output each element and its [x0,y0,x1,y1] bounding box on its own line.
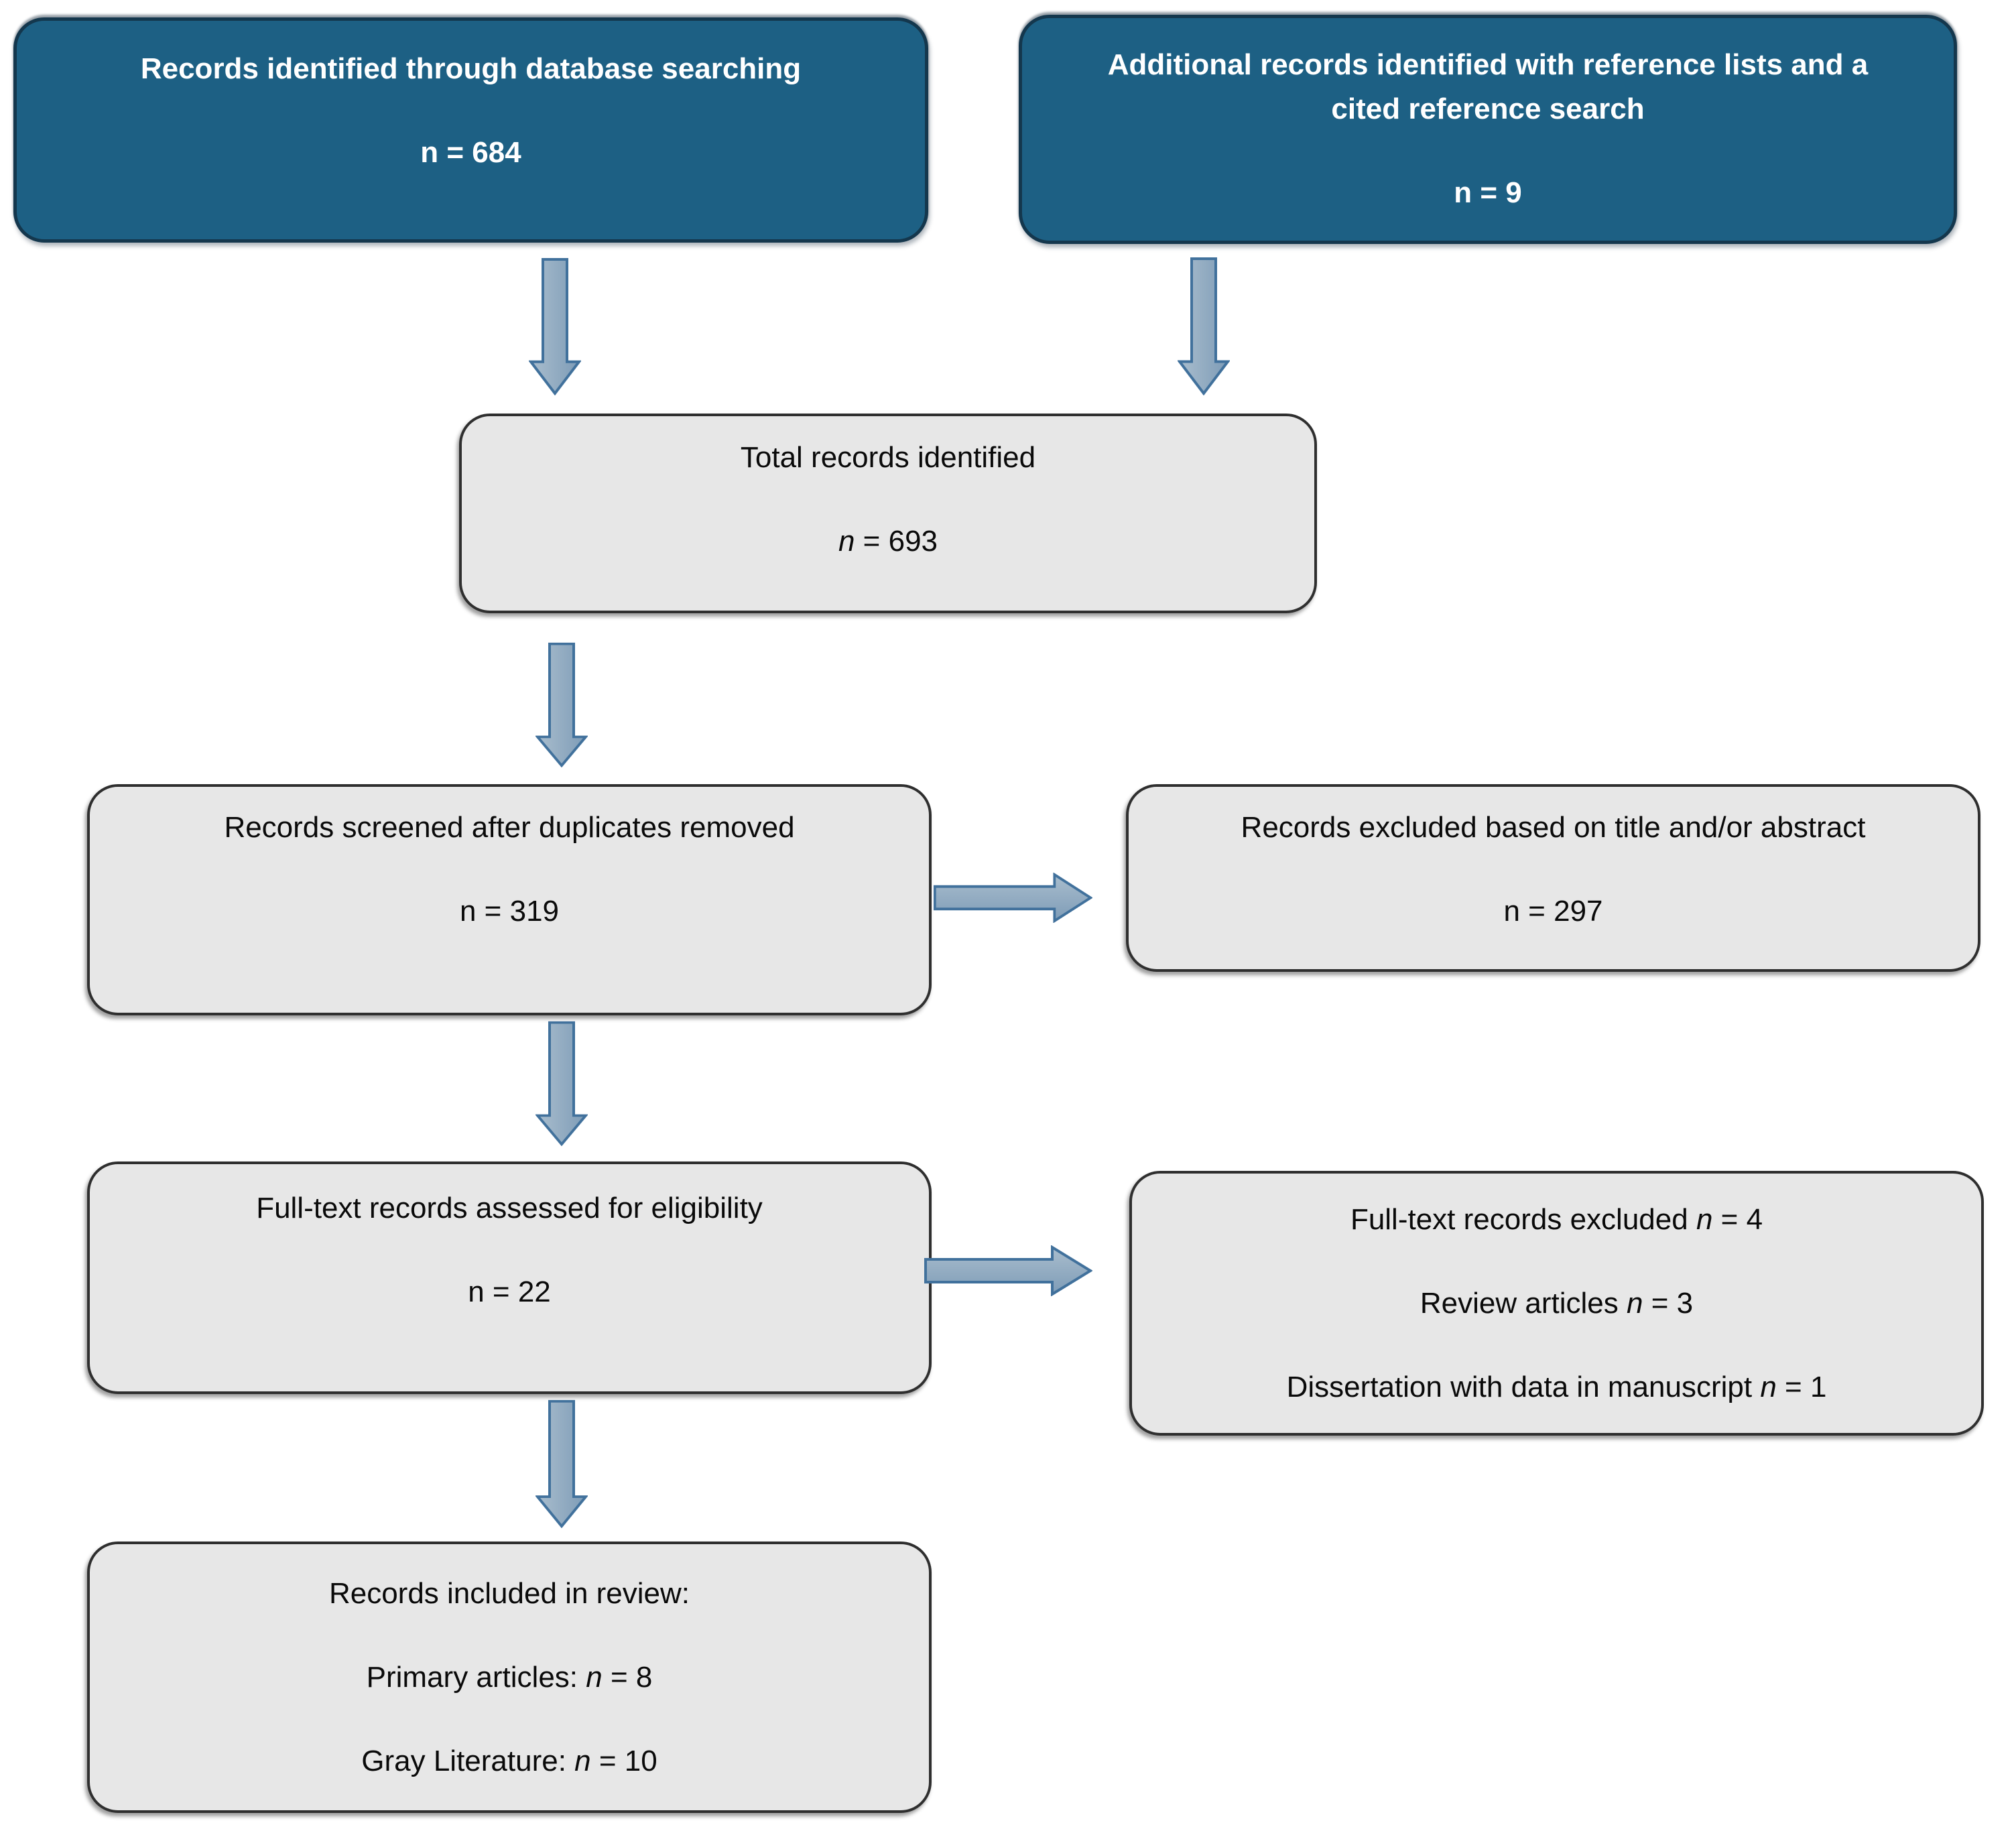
box-additional-records-count: n = 9 [1454,176,1522,209]
box-records-identified-database-label: Records identified through database sear… [140,52,802,85]
box-fulltext-excluded-line-1: Full-text records excluded n = 4 [1350,1203,1763,1236]
box-records-screened: Records screened after duplicates remove… [87,784,932,1015]
box-fulltext-assessed-count: n = 22 [468,1275,551,1308]
box-total-records-count: n = 693 [838,525,938,558]
arrow-down-database-to-total [529,258,581,395]
box-fulltext-excluded: Full-text records excluded n = 4 Review … [1129,1171,1984,1436]
box-records-included-line-2: Primary articles: n = 8 [366,1661,653,1694]
box-records-identified-database-count: n = 684 [420,136,521,169]
arrow-right-fulltext-to-excluded [924,1245,1092,1296]
box-records-identified-database: Records identified through database sear… [13,17,928,243]
box-total-records-label: Total records identified [740,441,1036,474]
arrow-down-additional-to-total [1178,257,1230,395]
arrow-down-screened-to-fulltext [536,1021,588,1146]
box-additional-records-label: Additional records identified with refer… [1107,48,1869,125]
box-records-excluded-label: Records excluded based on title and/or a… [1241,811,1866,844]
box-fulltext-excluded-line-2: Review articles n = 3 [1420,1287,1694,1320]
box-records-included: Records included in review: Primary arti… [87,1542,932,1813]
box-records-excluded-title-abstract: Records excluded based on title and/or a… [1126,784,1980,972]
box-records-screened-count: n = 319 [459,895,560,928]
box-fulltext-assessed: Full-text records assessed for eligibili… [87,1161,932,1394]
arrow-down-fulltext-to-included [536,1399,588,1528]
arrow-down-total-to-screened [536,642,588,767]
box-fulltext-excluded-line-3: Dissertation with data in manuscript n =… [1286,1371,1827,1403]
box-records-screened-label: Records screened after duplicates remove… [224,811,795,844]
box-fulltext-assessed-label: Full-text records assessed for eligibili… [256,1192,763,1224]
arrow-right-screened-to-excluded [933,873,1092,923]
box-records-included-line-1: Records included in review: [328,1577,690,1610]
box-records-excluded-count: n = 297 [1503,895,1603,928]
box-additional-records: Additional records identified with refer… [1019,15,1957,244]
box-records-included-line-3: Gray Literature: n = 10 [361,1745,657,1777]
box-total-records: Total records identified n = 693 [459,414,1317,613]
